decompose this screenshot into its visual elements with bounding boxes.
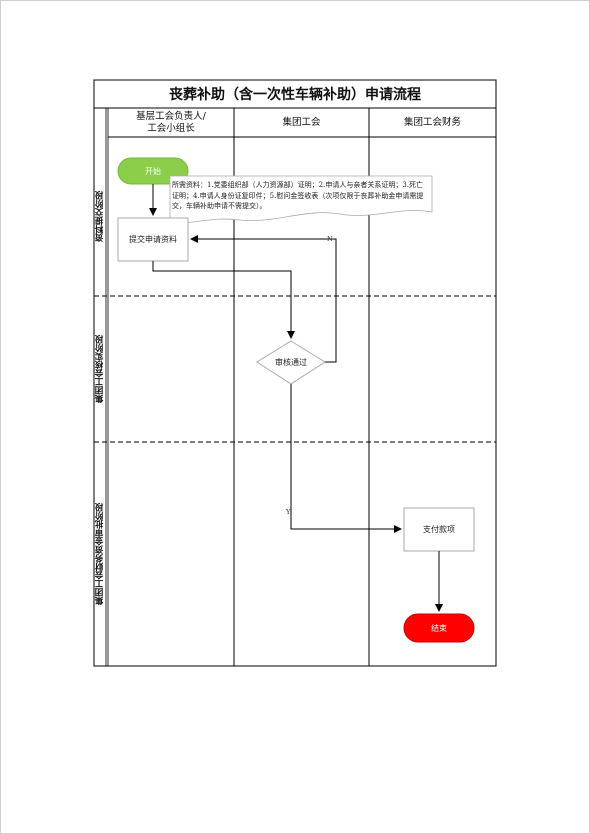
lane-header-finance: 集团工会财务 <box>403 117 461 128</box>
requirements-note <box>169 175 433 224</box>
edge-label-no: N <box>327 235 333 243</box>
diagram-frame <box>93 79 497 667</box>
start-node-label: 开始 <box>145 166 161 176</box>
phase-label-approval: 集团工会财务资金审批阶段 <box>95 503 105 605</box>
requirements-note-text: 所需资料：1.党委组织部（人力资源部）证明；2.申请人与亲者关系证明；3.死亡证… <box>172 181 424 210</box>
diagram-title: 丧葬补助（含一次性车辆补助）申请流程 <box>169 87 421 103</box>
submit-node-label: 提交申请资料 <box>129 235 177 244</box>
submit-node <box>117 217 189 262</box>
edge-review-yes <box>290 384 402 533</box>
edge-label-yes: Y <box>286 508 291 516</box>
pay-node-label: 支付款项 <box>423 525 455 534</box>
edge-submit-review <box>152 261 295 339</box>
edge-review-no <box>190 235 337 363</box>
phase-label-submission: 资料提交阶段 <box>95 191 105 242</box>
end-node-label: 结束 <box>431 623 447 633</box>
end-node <box>403 613 475 643</box>
review-node-label: 审核通过 <box>275 358 307 367</box>
phase-label-verification: 集团工会核实阶段 <box>95 335 105 403</box>
lane-header-group-union: 集团工会 <box>282 117 321 128</box>
lane-header-grassroots: 基层工会负责人/ 工会小组长 <box>136 111 206 134</box>
